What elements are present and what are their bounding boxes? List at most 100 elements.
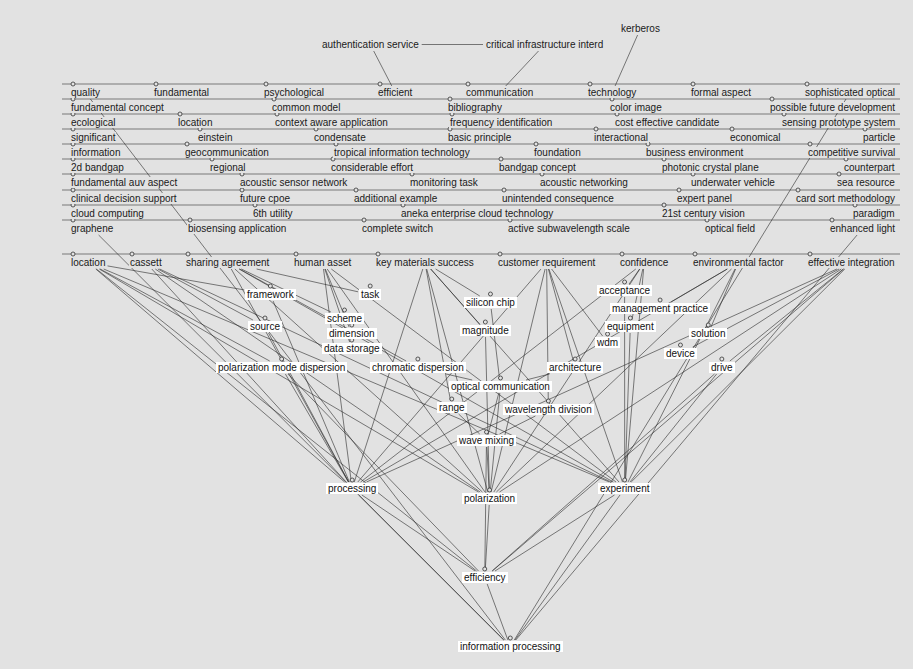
node-label: sensing prototype system	[782, 117, 895, 128]
node-label: task	[361, 289, 379, 300]
graph-edge	[363, 269, 727, 482]
node-label: common model	[272, 102, 340, 113]
node-label: acoustic sensor network	[240, 177, 347, 188]
term-label: active subwavelength scale	[507, 223, 631, 234]
term-label: unintended consequence	[501, 193, 615, 204]
node-dot	[154, 82, 158, 86]
node-label: wavelength division	[505, 404, 592, 415]
node-label: bandgap concept	[499, 162, 576, 173]
node-dot	[573, 357, 577, 361]
concept-node: magnitude	[460, 325, 511, 336]
node-label: effective integration	[808, 257, 895, 268]
node-label: critical infrastructure interd	[486, 39, 603, 50]
concept-node: information processing	[458, 641, 563, 652]
node-label: 21st century vision	[662, 208, 745, 219]
node-label: drive	[711, 362, 733, 373]
term-label: acoustic sensor network	[239, 177, 348, 188]
graph-edge	[367, 269, 837, 482]
node-label: experiment	[600, 483, 649, 494]
graph-edge	[625, 333, 630, 482]
node-label: wdm	[597, 337, 618, 348]
node-label: 6th utility	[253, 208, 292, 219]
node-dot	[628, 316, 632, 320]
concept-node: efficiency	[462, 572, 508, 583]
term-label: technology	[587, 87, 637, 98]
node-dot	[508, 636, 512, 640]
node-label: equipment	[607, 321, 654, 332]
graph-edge	[288, 374, 479, 571]
node-label: customer requirement	[498, 257, 595, 268]
graph-edge	[239, 269, 613, 482]
node-label: regional	[210, 162, 246, 173]
graph-edge	[240, 269, 407, 361]
node-dot	[623, 478, 627, 482]
term-label: customer requirement	[497, 257, 596, 268]
node-label: einstein	[198, 132, 232, 143]
node-dot	[546, 399, 550, 403]
node-dot	[71, 252, 75, 256]
graph-edge	[492, 269, 843, 571]
node-label: unintended consequence	[502, 193, 614, 204]
concept-node: optical communication	[449, 381, 552, 392]
node-label: device	[666, 348, 695, 359]
concept-node: acceptance	[597, 285, 652, 296]
graph-edge	[516, 235, 857, 640]
term-label: complete switch	[361, 223, 434, 234]
node-label: particle	[863, 132, 895, 143]
term-label: ecological	[70, 117, 116, 128]
node-label: confidence	[620, 257, 668, 268]
node-label: counterpart	[844, 162, 895, 173]
node-label: silicon chip	[466, 297, 515, 308]
term-label: fundamental concept	[70, 102, 165, 113]
node-dot	[678, 343, 682, 347]
term-label: cassett	[129, 257, 163, 268]
graph-edge	[730, 269, 843, 361]
term-label: common model	[271, 102, 341, 113]
node-dot	[677, 188, 681, 192]
term-label: cloud computing	[70, 208, 145, 219]
node-dot	[620, 252, 624, 256]
node-label: source	[250, 321, 280, 332]
node-label: sophisticated optical	[805, 87, 895, 98]
node-label: color image	[610, 102, 662, 113]
node-label: key materials success	[376, 257, 474, 268]
node-label: cassett	[130, 257, 162, 268]
term-label: 21st century vision	[661, 208, 746, 219]
graph-edge	[361, 269, 636, 482]
node-label: paradigm	[853, 208, 895, 219]
node-dot	[280, 357, 284, 361]
node-dot	[658, 298, 662, 302]
node-label: magnitude	[462, 325, 509, 336]
node-label: architecture	[549, 362, 601, 373]
node-dot	[263, 316, 267, 320]
node-label: additional example	[354, 193, 437, 204]
row-line	[62, 114, 900, 115]
graph-edge	[629, 269, 640, 284]
node-dot	[362, 218, 366, 222]
term-label: optical field	[704, 223, 756, 234]
node-dot	[188, 218, 192, 222]
term-label: 6th utility	[252, 208, 293, 219]
graph-edge	[231, 269, 348, 482]
term-label: 2d bandgap	[70, 162, 125, 173]
term-label: paradigm	[852, 208, 896, 219]
node-label: graphene	[71, 223, 113, 234]
row-line	[62, 190, 900, 191]
node-label: active subwavelength scale	[508, 223, 630, 234]
node-label: kerberos	[621, 23, 660, 34]
term-label: bandgap concept	[498, 162, 577, 173]
concept-node: source	[248, 321, 282, 332]
term-label: future cpoe	[239, 193, 291, 204]
term-label: acoustic networking	[539, 177, 629, 188]
term-label: significant	[70, 132, 116, 143]
node-dot	[416, 357, 420, 361]
concept-node: polarization	[462, 493, 517, 504]
term-label: condensate	[313, 132, 367, 143]
node-dot	[720, 357, 724, 361]
term-label: location	[70, 257, 106, 268]
node-label: data storage	[324, 343, 380, 354]
node-label: quality	[71, 87, 100, 98]
node-dot	[730, 127, 734, 131]
term-label: card sort methodology	[795, 193, 896, 204]
